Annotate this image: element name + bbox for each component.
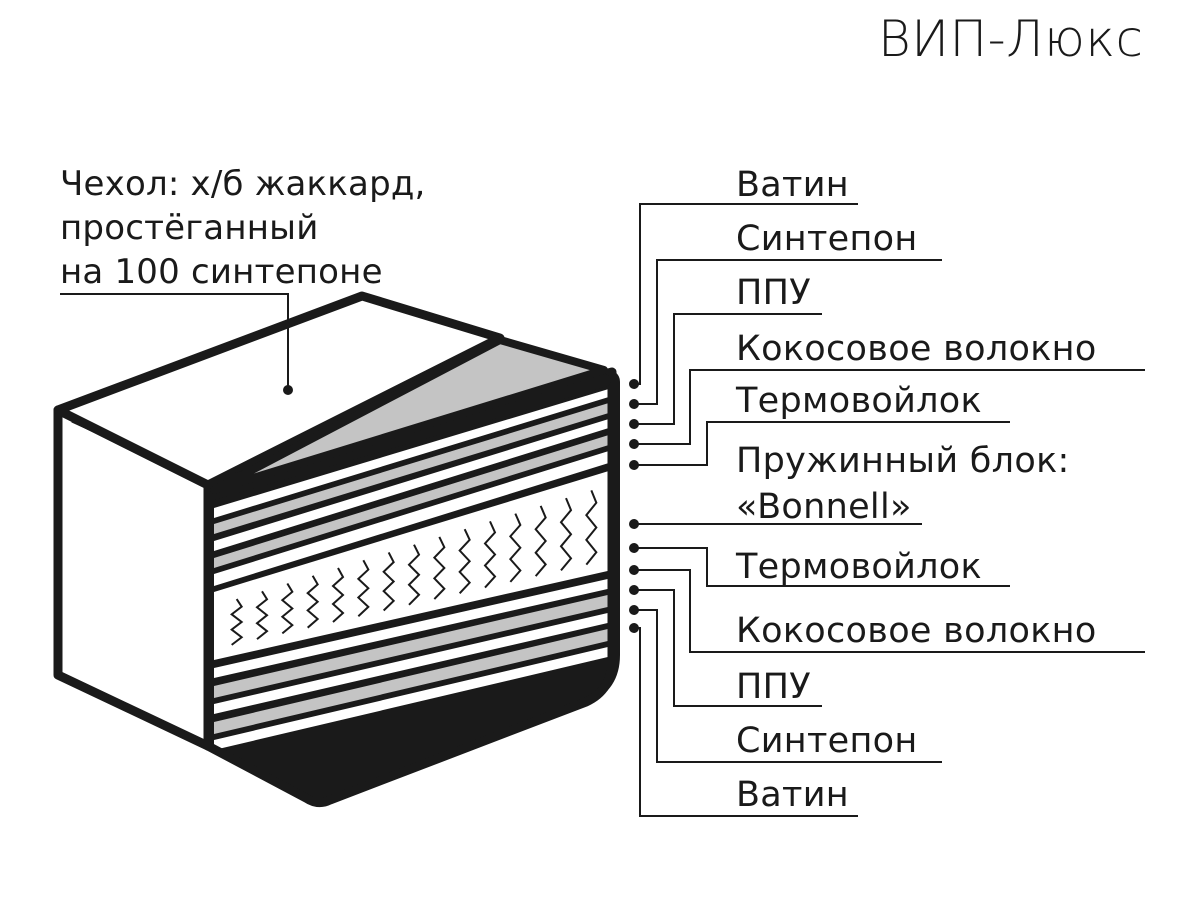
leader-line (636, 547, 1010, 587)
layer-band-3 (214, 418, 612, 551)
zigzag-spring-icon (559, 497, 573, 572)
leader-dot-icon (629, 543, 639, 553)
cover-label-line-2: простёганный (60, 208, 319, 248)
zigzag-spring-icon (331, 567, 345, 623)
label-top-1: Ватин (736, 165, 849, 205)
leader-dot-icon (629, 399, 639, 409)
leader-dot-icon (629, 623, 639, 633)
zigzag-spring-icon (382, 551, 396, 612)
leader-dot-icon (283, 385, 293, 395)
layer-band-10 (214, 646, 612, 750)
leader-line (636, 259, 942, 405)
zigzag-spring-icon (458, 528, 472, 595)
leader-dot-icon (629, 585, 639, 595)
zigzag-spring-icon (255, 590, 269, 640)
layer-leaders (629, 203, 1145, 817)
layer-band-1 (214, 388, 612, 518)
leader-dot-icon (629, 460, 639, 470)
leader-line (636, 421, 1010, 466)
label-bottom-3: ППУ (736, 667, 811, 707)
layer-band-2 (214, 402, 612, 534)
leader-line (636, 369, 1145, 445)
zigzag-spring-icon (306, 575, 320, 629)
cover-label-line-1: Чехол: х/б жаккард, (60, 164, 426, 204)
spring-icons (230, 489, 598, 646)
leader-dot-icon (629, 439, 639, 449)
zigzag-spring-icon (534, 505, 547, 577)
label-spring-block-2: «Bonnell» (736, 487, 912, 527)
layer-band-6 (214, 578, 612, 678)
zigzag-spring-icon (356, 559, 370, 617)
label-bottom-1: Термовойлок (736, 547, 982, 587)
label-top-5: Термовойлок (736, 381, 982, 421)
layer-stack-outline (203, 367, 617, 808)
zigzag-spring-icon (509, 513, 522, 583)
layer-band-7 (214, 594, 612, 698)
layer-band-4 (214, 434, 612, 568)
layer-band-5 (214, 450, 612, 586)
label-bottom-2: Кокосовое волокно (736, 611, 1097, 651)
page-title: ВИП-Люкс (878, 10, 1144, 68)
label-bottom-5: Ватин (736, 775, 849, 815)
leader-line (636, 609, 942, 763)
label-top-3: ППУ (736, 273, 811, 313)
label-top-2: Синтепон (736, 219, 918, 259)
leader-dot-icon (629, 519, 639, 529)
top-face-gray (210, 336, 608, 494)
leader-dot-icon (629, 419, 639, 429)
leader-line (636, 313, 822, 425)
zigzag-spring-icon (280, 583, 294, 635)
label-bottom-4: Синтепон (736, 721, 918, 761)
zigzag-spring-icon (585, 489, 598, 566)
leader-dot-icon (629, 379, 639, 389)
label-top-4: Кокосовое волокно (736, 329, 1097, 369)
label-spring-block-1: Пружинный блок: (736, 441, 1070, 481)
cover-label-line-3: на 100 синтепоне (60, 252, 383, 292)
zigzag-spring-icon (230, 598, 244, 646)
leader-line (636, 589, 822, 707)
zigzag-spring-icon (432, 536, 446, 600)
cover-leader (60, 293, 293, 395)
leader-line (636, 569, 1145, 653)
spring-block (214, 470, 612, 660)
leader-dot-icon (629, 605, 639, 615)
layer-band-9 (214, 628, 612, 734)
layer-band-8 (214, 612, 612, 714)
zigzag-spring-icon (407, 544, 421, 606)
leader-dot-icon (629, 565, 639, 575)
layer-stack (203, 367, 620, 808)
zigzag-spring-icon (483, 520, 497, 589)
